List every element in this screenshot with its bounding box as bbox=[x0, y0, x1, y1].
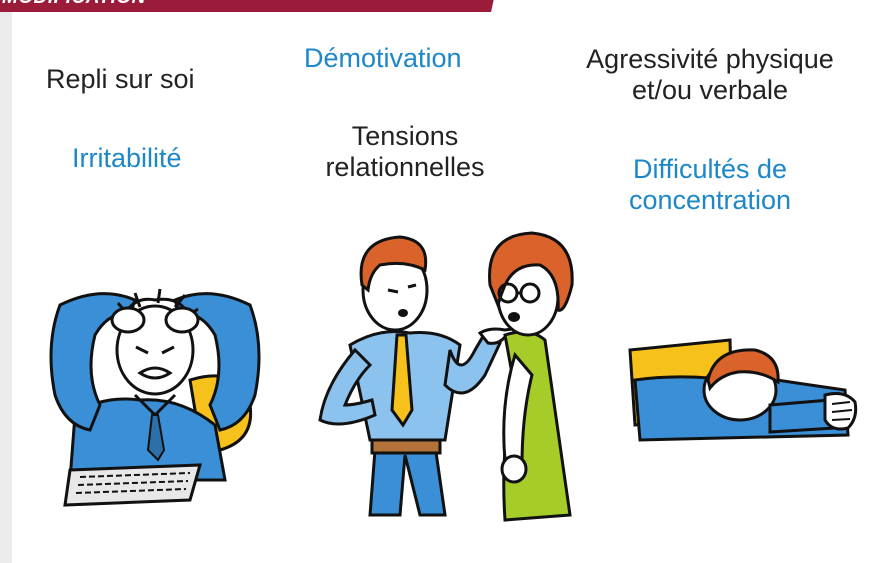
label-irritabilite: Irritabilité bbox=[72, 143, 182, 173]
label-tensions-line2: relationnelles bbox=[325, 152, 485, 182]
sleeping-man-illustration bbox=[628, 338, 858, 442]
left-edge-bar bbox=[0, 0, 12, 563]
label-agressivite-line2: et/ou verbale bbox=[631, 75, 789, 105]
label-tensions-line1: Tensions bbox=[351, 121, 459, 151]
label-difficultes-line1: Difficultés de bbox=[632, 154, 788, 184]
stressed-man-illustration bbox=[49, 288, 261, 507]
label-agressivite-line1: Agressivité physique bbox=[586, 44, 834, 74]
label-repli: Repli sur soi bbox=[46, 64, 195, 94]
label-demotivation: Démotivation bbox=[304, 43, 462, 73]
label-tensions: Tensions relationnelles bbox=[300, 121, 510, 183]
label-difficultes-line2: concentration bbox=[628, 185, 792, 215]
label-difficultes: Difficultés de concentration bbox=[600, 154, 820, 216]
label-agressivite: Agressivité physique et/ou verbale bbox=[560, 44, 860, 106]
banner-title: MODIFICATION bbox=[2, 0, 146, 8]
arguing-couple-illustration bbox=[318, 231, 574, 522]
